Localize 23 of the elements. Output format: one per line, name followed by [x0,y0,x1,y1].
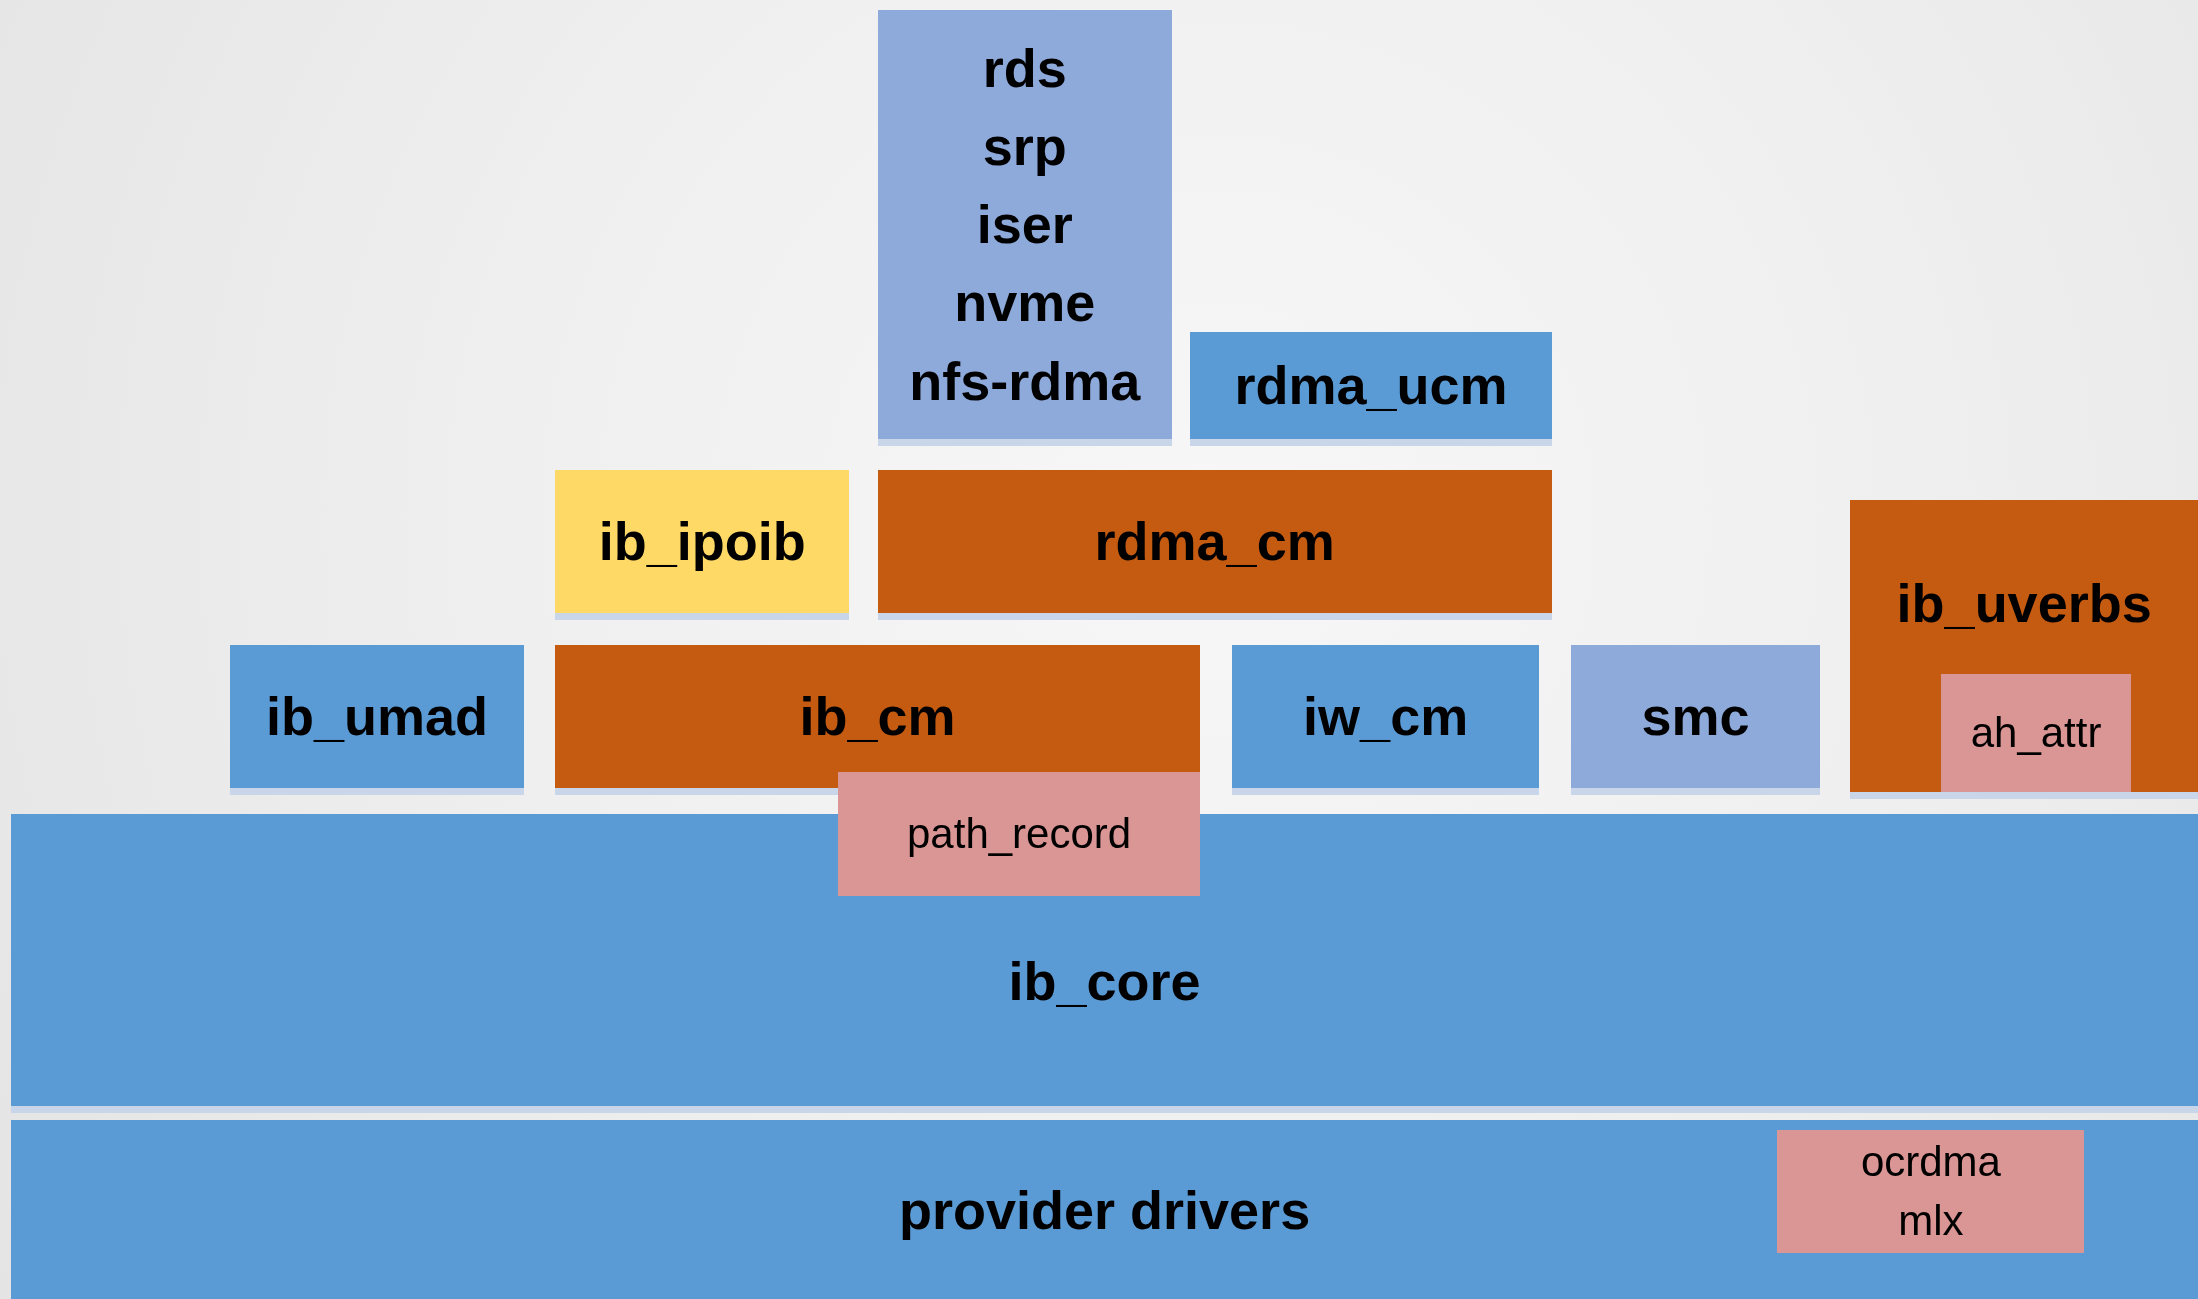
tag-box [1941,674,2131,792]
module-name: ib_core [1008,950,1201,1014]
tag-box [1777,1129,2085,1254]
module-name: ib_ipoib [598,509,806,573]
module-name: nvme [954,271,1096,335]
module-name: srp [982,114,1067,178]
module-name: ib_uverbs [1896,571,2152,635]
module-name: rds [982,36,1067,100]
module-name: iser [976,193,1073,257]
tag-box [838,772,1200,896]
module-name: provider drivers [899,1178,1311,1242]
tag-label: ocrdma [1860,1136,2001,1187]
tag-label: path_record [907,808,1132,859]
module-name: smc [1641,685,1750,749]
module-name: rdma_ucm [1234,354,1508,418]
tag-label: mlx [1898,1195,1964,1246]
tag-label: ah_attr [1970,707,2102,758]
module-name: ib_cm [799,685,956,749]
module-box [11,1120,2198,1299]
module-name: ib_umad [266,685,489,749]
module-name: iw_cm [1303,685,1469,749]
module-name: rdma_cm [1094,509,1335,573]
module-name: nfs-rdma [909,349,1141,413]
